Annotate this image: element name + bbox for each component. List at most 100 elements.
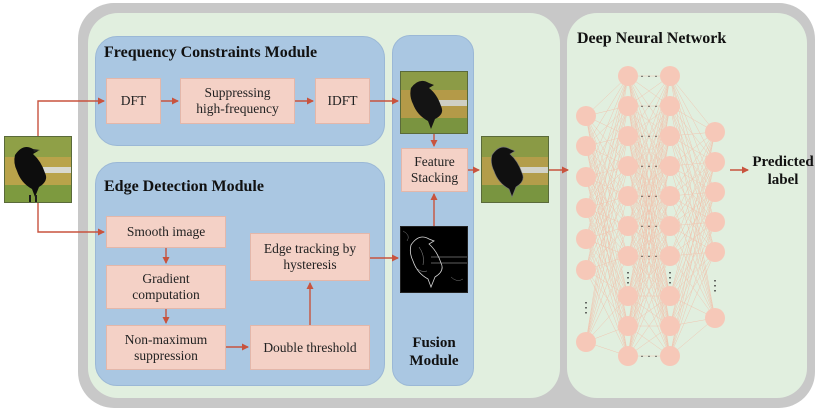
- network-edge: [627, 75, 671, 197]
- vertical-ellipsis: ⋮: [579, 301, 593, 316]
- network-edge: [669, 195, 716, 319]
- network-edge: [669, 75, 716, 319]
- network-node: [660, 66, 680, 86]
- network-edge: [585, 105, 629, 343]
- frequency-module-title: Frequency Constraints Module: [104, 44, 318, 61]
- vertical-ellipsis: ⋮: [621, 271, 635, 286]
- network-node: [576, 106, 596, 126]
- network-edge: [669, 225, 716, 319]
- horizontal-ellipsis: · · ·: [640, 69, 658, 83]
- fusion-module-title: Fusion Module: [409, 335, 459, 369]
- network-edge: [585, 195, 629, 271]
- network-node: [660, 216, 680, 236]
- network-node: [660, 246, 680, 266]
- network-edge: [585, 225, 629, 343]
- network-node: [576, 198, 596, 218]
- network-node: [660, 316, 680, 336]
- network-connections: [585, 75, 716, 357]
- network-edge: [627, 195, 671, 257]
- smooth-image-box: Smooth image: [106, 216, 226, 248]
- edge-map-image: [400, 226, 468, 293]
- network-edge: [669, 131, 716, 227]
- network-node: [660, 286, 680, 306]
- crow-picture: [5, 137, 71, 202]
- horizontal-ellipsis: · · ·: [640, 159, 658, 173]
- network-node: [576, 260, 596, 280]
- horizontal-ellipsis: · · ·: [640, 349, 658, 363]
- network-edge: [669, 191, 716, 257]
- network-node: [660, 186, 680, 206]
- network-edge: [585, 75, 629, 343]
- horizontal-ellipsis: · · ·: [640, 219, 658, 233]
- input-crow-image: [4, 136, 72, 203]
- idft-box: IDFT: [315, 78, 370, 124]
- network-node: [618, 286, 638, 306]
- network-edge: [627, 75, 671, 137]
- network-node: [705, 212, 725, 232]
- network-node: [660, 156, 680, 176]
- fused-image: [481, 136, 549, 203]
- network-edge: [627, 135, 671, 257]
- network-node: [705, 122, 725, 142]
- horizontal-ellipsis: · · ·: [640, 189, 658, 203]
- edge-map-picture: [401, 227, 467, 292]
- network-edge: [585, 269, 629, 357]
- network-edge: [669, 251, 716, 357]
- network-node: [660, 96, 680, 116]
- network-edge: [585, 75, 629, 147]
- network-node: [618, 126, 638, 146]
- network-edge: [585, 145, 629, 227]
- network-edge: [585, 176, 629, 257]
- edge-module-title: Edge Detection Module: [104, 178, 264, 195]
- network-edge: [669, 221, 716, 357]
- network-edge: [669, 131, 716, 257]
- vertical-ellipsis: ⋮: [708, 279, 722, 294]
- network-edge: [585, 238, 629, 357]
- suppress-high-frequency-box: Suppressing high-frequency: [180, 78, 295, 124]
- network-edge: [585, 176, 629, 297]
- network-node: [705, 308, 725, 328]
- network-edge: [585, 75, 629, 178]
- network-edge: [585, 255, 629, 343]
- fused-crow-picture: [482, 137, 548, 202]
- network-node: [705, 152, 725, 172]
- network-edge: [585, 295, 629, 343]
- network-edge: [585, 165, 629, 271]
- horizontal-ellipsis: · · ·: [640, 99, 658, 113]
- network-edge: [627, 105, 671, 357]
- network-edge: [627, 75, 671, 357]
- network-node: [660, 126, 680, 146]
- network-node: [618, 346, 638, 366]
- network-node: [618, 186, 638, 206]
- network-edge: [627, 295, 671, 357]
- network-edge: [585, 75, 629, 209]
- network-node: [618, 156, 638, 176]
- network-edge: [585, 145, 629, 197]
- horizontal-ellipsis: · · ·: [640, 249, 658, 263]
- edge-tracking-box: Edge tracking by hysteresis: [250, 233, 370, 281]
- network-edge: [627, 75, 671, 167]
- network-node: [576, 332, 596, 352]
- network-edge: [585, 176, 629, 227]
- network-edge: [669, 161, 716, 257]
- network-edge: [585, 207, 629, 257]
- non-maximum-suppression-box: Non-maximum suppression: [106, 325, 226, 370]
- network-edge: [669, 131, 716, 357]
- network-edge: [585, 225, 629, 271]
- network-edge: [627, 225, 671, 357]
- network-edge: [585, 238, 629, 327]
- horizontal-ellipsis: · · ·: [640, 129, 658, 143]
- network-node: [705, 182, 725, 202]
- vertical-ellipsis: ⋮: [663, 271, 677, 286]
- gradient-computation-box: Gradient computation: [106, 265, 226, 309]
- network-node: [618, 316, 638, 336]
- arrow-input-to-dft: [37, 97, 105, 136]
- filtered-crow-picture: [401, 72, 467, 133]
- network-node: [576, 167, 596, 187]
- network-node: [660, 346, 680, 366]
- network-edge: [669, 255, 716, 319]
- frequency-filtered-image: [400, 71, 468, 134]
- network-node: [618, 66, 638, 86]
- arrow-input-to-smooth: [37, 203, 105, 236]
